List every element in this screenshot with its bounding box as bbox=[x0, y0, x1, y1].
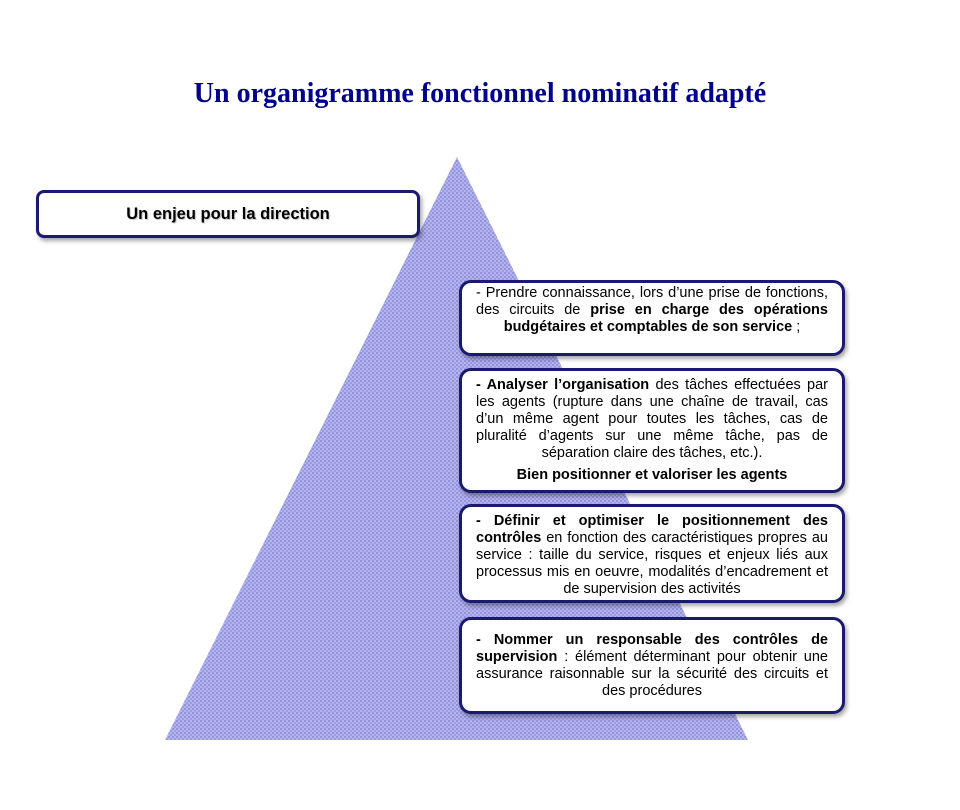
enjeu-direction-label: Un enjeu pour la direction bbox=[126, 204, 330, 223]
box-emphasis-line: Bien positionner et valoriser les agents bbox=[516, 467, 788, 483]
box-text: - Définir et optimiser le positionnement… bbox=[476, 513, 828, 598]
box-prendre-connaissance: - Prendre connaissance, lors d’une prise… bbox=[459, 280, 845, 356]
box-text-normal: : élément déterminant pour obtenir une a… bbox=[476, 649, 828, 699]
box-text-bold: - Définir et optimiser le positionnement… bbox=[476, 513, 828, 546]
box-text: - Analyser l’organisation des tâches eff… bbox=[476, 377, 828, 462]
box-text-normal: des tâches effectuées par les agents (ru… bbox=[476, 377, 828, 461]
box-text-normal: en fonction des caractéristiques propres… bbox=[476, 530, 828, 597]
box-text-bold: - Analyser l’organisation bbox=[476, 377, 650, 393]
box-text: - Prendre connaissance, lors d’une prise… bbox=[476, 285, 828, 336]
box-analyser-organisation: - Analyser l’organisation des tâches eff… bbox=[459, 368, 845, 493]
box-text: - Nommer un responsable des contrôles de… bbox=[476, 632, 828, 700]
box-text-normal: ; bbox=[792, 319, 801, 335]
box-nommer-responsable: - Nommer un responsable des contrôles de… bbox=[459, 617, 845, 714]
enjeu-direction-box: Un enjeu pour la direction bbox=[36, 190, 420, 238]
box-text-normal: - Prendre connaissance, lors d’une prise… bbox=[476, 285, 828, 318]
box-text-bold: - Nommer un responsable des contrôles de… bbox=[476, 632, 828, 665]
box-text-bold: prise en charge des opérations budgétair… bbox=[503, 302, 828, 335]
page-title: Un organigramme fonctionnel nominatif ad… bbox=[193, 78, 767, 109]
box-definir-controles: - Définir et optimiser le positionnement… bbox=[459, 504, 845, 603]
